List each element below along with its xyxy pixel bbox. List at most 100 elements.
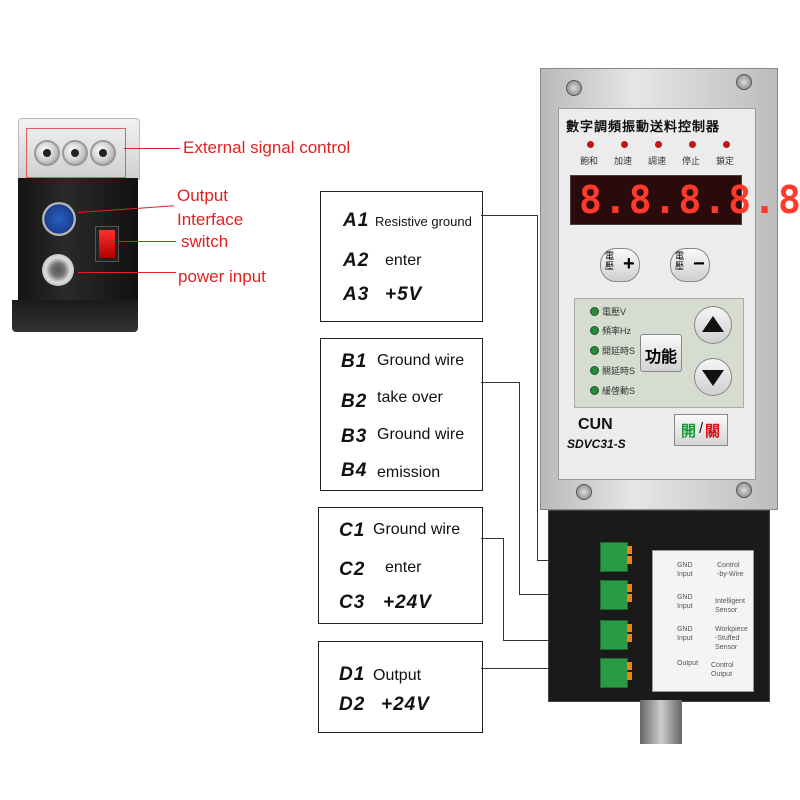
- card-line: Input: [677, 635, 693, 642]
- wiring-label-card: GND Input Control -by-Wire GND Input Int…: [652, 550, 754, 692]
- box-a-code-2: A2: [343, 250, 370, 271]
- up-arrow-button[interactable]: [694, 306, 732, 344]
- card-line: GND: [677, 594, 693, 601]
- terminal-block-d: [600, 658, 628, 688]
- status-label-2: 頻率Hz: [602, 326, 631, 336]
- label-output: Output: [177, 186, 229, 205]
- box-a-code-1: A1: [343, 210, 370, 231]
- wire-a-vert: [537, 215, 538, 560]
- wire-c: [481, 538, 503, 539]
- label-external-signal: External signal control: [183, 138, 351, 157]
- function-button[interactable]: 功能: [640, 334, 682, 372]
- status-label-1: 電壓V: [602, 307, 627, 317]
- down-arrow-button[interactable]: [694, 358, 732, 396]
- minus-icon: −: [693, 253, 705, 275]
- box-b-code-3: B3: [341, 426, 368, 447]
- box-d-label-2: +24V: [381, 694, 430, 715]
- card-line: GND: [677, 626, 693, 633]
- terminal-latch: [627, 662, 632, 670]
- callout-line-signal: [124, 148, 180, 149]
- led-label-1: 飽和: [580, 156, 599, 166]
- terminal-block-c: [600, 620, 628, 650]
- screw-bottom-left: [576, 484, 592, 500]
- box-c-label-1: Ground wire: [373, 521, 461, 538]
- box-a: A1 Resistive ground A2 enter A3 +5V: [320, 191, 483, 322]
- status-led-5-icon: [590, 386, 599, 395]
- voltage-up-button[interactable]: 電壓 +: [600, 248, 640, 282]
- terminal-latch: [627, 556, 632, 564]
- card-line: Input: [677, 603, 693, 610]
- box-d-code-2: D2: [339, 694, 366, 715]
- box-d-code-1: D1: [339, 664, 366, 685]
- box-c-code-1: C1: [339, 520, 366, 541]
- card-line: -Stuffed: [715, 635, 740, 642]
- status-led-2-icon: [590, 326, 599, 335]
- box-c: C1 Ground wire C2 enter C3 +24V: [318, 507, 483, 624]
- terminal-latch: [627, 634, 632, 642]
- output-connector-icon: [42, 202, 76, 236]
- brand-label: CUN: [578, 416, 613, 433]
- status-label-5: 緩啓動S: [602, 386, 636, 396]
- triangle-up-icon: [702, 316, 724, 332]
- cable-gland: [640, 700, 682, 744]
- label-power-input: power input: [178, 267, 266, 286]
- callout-line-switch: [118, 241, 176, 242]
- plus-icon: +: [623, 253, 635, 275]
- seven-segment-display: 8.8.8.8.8: [570, 175, 800, 225]
- box-d-label-1: Output: [373, 667, 422, 684]
- label-interface: Interface: [177, 210, 244, 229]
- terminal-latch: [627, 624, 632, 632]
- wire-d: [481, 668, 597, 669]
- callout-line-power: [78, 272, 176, 273]
- terminal-latch: [627, 546, 632, 554]
- wire-a: [481, 215, 537, 216]
- voltage-down-button[interactable]: 電壓 −: [670, 248, 710, 282]
- box-a-label-2: enter: [385, 252, 422, 269]
- model-label: SDVC31-S: [567, 437, 626, 451]
- box-c-code-2: C2: [339, 559, 366, 580]
- status-label-3: 開延時S: [602, 346, 636, 356]
- signal-port-2: [62, 140, 88, 166]
- card-line: Control Output: [711, 662, 734, 678]
- function-label: 功能: [645, 349, 678, 366]
- power-switch[interactable]: [95, 226, 119, 262]
- led-label-2: 加速: [614, 156, 633, 166]
- on-label: 開: [681, 423, 697, 440]
- on-off-button[interactable]: 開 / 關: [674, 414, 728, 446]
- status-led-3-icon: [590, 346, 599, 355]
- screw-bottom-right: [736, 482, 752, 498]
- card-line: Sensor: [715, 607, 738, 614]
- box-c-code-3: C3: [339, 592, 366, 613]
- status-led-1-icon: [590, 307, 599, 316]
- led-4-icon: [689, 141, 696, 148]
- screw-top-right: [736, 74, 752, 90]
- card-line: Workpiece: [715, 626, 748, 633]
- box-b: B1 Ground wire B2 take over B3 Ground wi…: [320, 338, 483, 491]
- box-b-label-3: Ground wire: [377, 426, 465, 443]
- wire-c-vert: [503, 538, 504, 640]
- signal-port-1: [34, 140, 60, 166]
- screw-top-left: [566, 80, 582, 96]
- box-b-label-1: Ground wire: [377, 352, 465, 369]
- status-led-4-icon: [590, 366, 599, 375]
- wire-b: [481, 382, 519, 383]
- status-label-4: 關延時S: [602, 366, 636, 376]
- voltage-down-label: 電壓: [675, 251, 685, 271]
- box-a-label-3: +5V: [385, 284, 423, 305]
- box-b-label-4: emission: [377, 464, 441, 481]
- box-c-label-2: enter: [385, 559, 422, 576]
- display-value: 8.8.8.8.8: [579, 178, 800, 222]
- signal-port-3: [90, 140, 116, 166]
- box-d: D1 Output D2 +24V: [318, 641, 483, 733]
- box-b-code-1: B1: [341, 351, 368, 372]
- card-line: Input: [677, 571, 693, 578]
- terminal-latch: [627, 584, 632, 592]
- box-a-label-1: Resistive ground: [375, 214, 472, 229]
- card-line: Sensor: [715, 644, 738, 651]
- terminal-latch: [627, 594, 632, 602]
- card-line: Control: [717, 562, 740, 569]
- box-b-code-4: B4: [341, 460, 368, 481]
- led-3-icon: [655, 141, 662, 148]
- led-1-icon: [587, 141, 594, 148]
- label-switch: switch: [181, 232, 229, 251]
